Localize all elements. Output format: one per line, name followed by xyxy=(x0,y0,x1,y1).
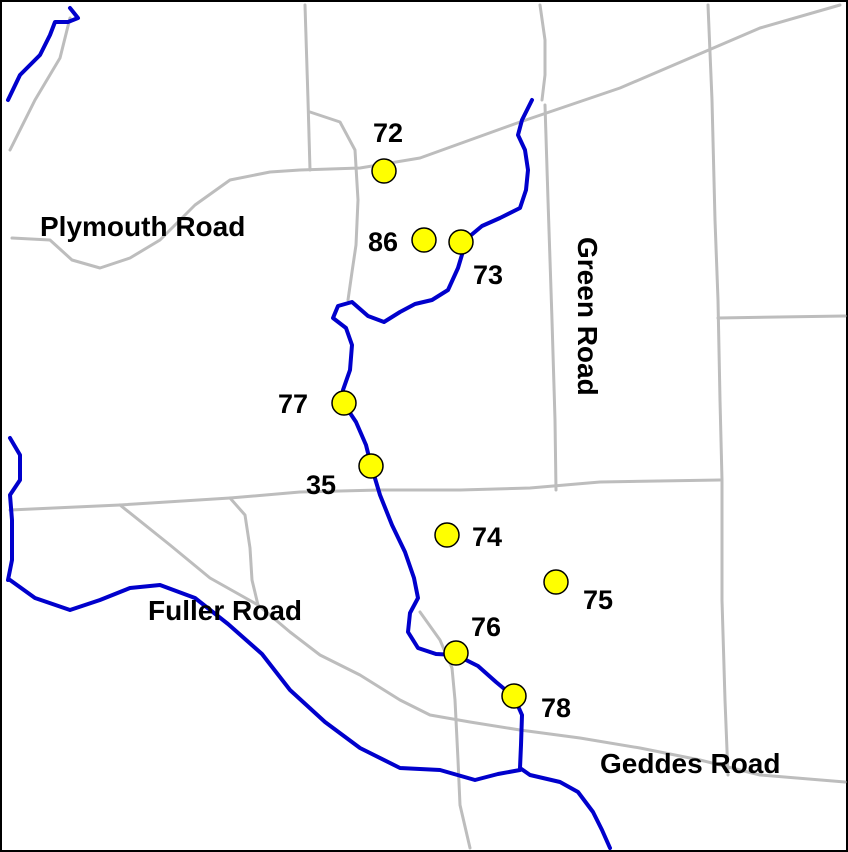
site-77-label: 77 xyxy=(278,389,308,419)
road-north-curve xyxy=(308,110,360,302)
site-78-marker[interactable] xyxy=(501,683,527,709)
road-fuller xyxy=(118,503,847,784)
site-72-marker[interactable] xyxy=(371,158,397,184)
site-74-label: 74 xyxy=(472,522,502,552)
road-green xyxy=(543,103,558,492)
site-75-marker[interactable] xyxy=(543,569,569,595)
site-72-label: 72 xyxy=(373,118,403,148)
site-77-marker[interactable] xyxy=(331,390,357,416)
site-35-marker[interactable] xyxy=(358,453,384,479)
road-east-north xyxy=(538,3,547,102)
road-north-connector xyxy=(303,3,312,172)
site-76-marker[interactable] xyxy=(443,640,469,666)
river-south-branch xyxy=(8,578,522,782)
site-78-label: 78 xyxy=(541,693,571,723)
river-west-branch xyxy=(6,436,22,582)
road-plymouth-west-spur xyxy=(8,16,72,152)
site-76-label: 76 xyxy=(471,612,501,642)
green-road-label: Green Road xyxy=(572,237,603,396)
river-north-branch xyxy=(6,6,80,102)
road-far-east xyxy=(706,3,730,777)
site-86-label: 86 xyxy=(368,227,398,257)
site-73-label: 73 xyxy=(473,260,503,290)
site-75-label: 75 xyxy=(583,585,613,615)
geddes-road-label: Geddes Road xyxy=(600,748,780,779)
site-74-marker[interactable] xyxy=(434,522,460,548)
site-73-marker[interactable] xyxy=(448,229,474,255)
road-labels: Plymouth Road Green Road Fuller Road Ged… xyxy=(40,211,780,779)
plymouth-road-label: Plymouth Road xyxy=(40,211,245,242)
fuller-road-label: Fuller Road xyxy=(148,595,302,626)
sample-sites: 72 86 73 77 35 74 75 76 78 xyxy=(278,118,613,723)
site-35-label: 35 xyxy=(306,470,336,500)
site-86-marker[interactable] xyxy=(411,227,437,253)
road-south-curve xyxy=(418,610,472,850)
road-plymouth xyxy=(10,3,842,270)
road-east-stub xyxy=(716,314,847,320)
road-fuller-branch xyxy=(228,496,260,607)
